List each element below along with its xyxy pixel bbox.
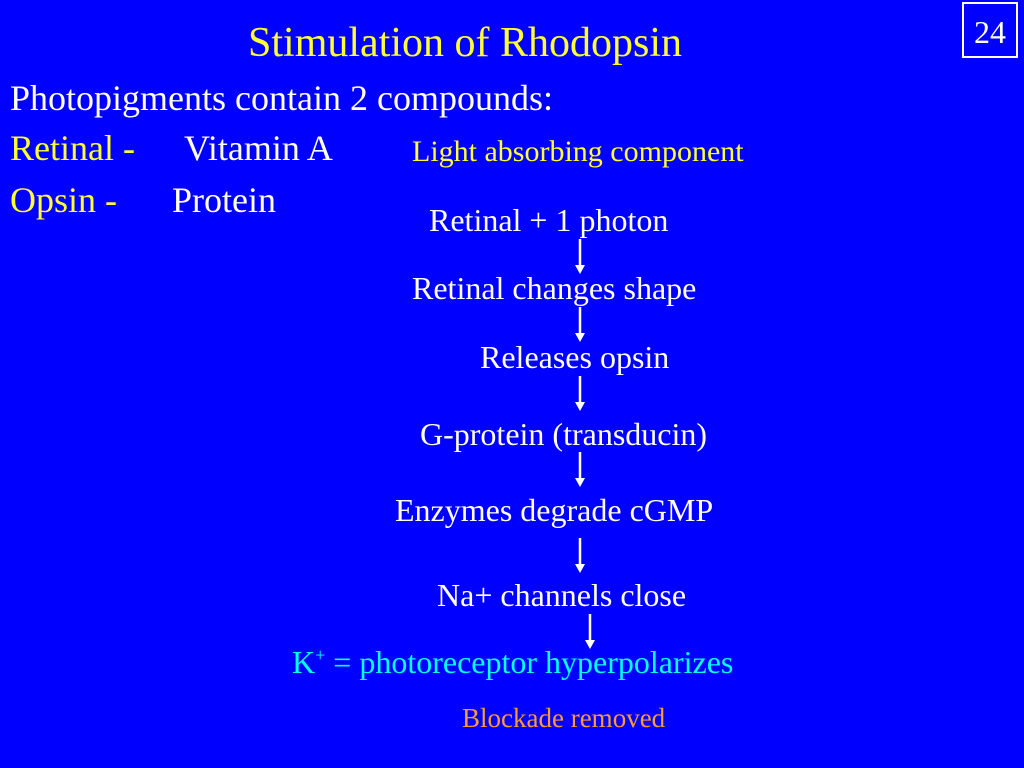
retinal-label: Retinal - bbox=[10, 128, 135, 168]
intro-text: Photopigments contain 2 compounds: bbox=[10, 78, 553, 118]
down-arrow-icon bbox=[575, 452, 585, 487]
slide-title: Stimulation of Rhodopsin bbox=[248, 20, 683, 66]
potassium-charge: + bbox=[315, 645, 326, 665]
retinal-value: Vitamin A bbox=[184, 128, 333, 168]
down-arrow-icon bbox=[575, 239, 585, 274]
pathway-step-na-channels: Na+ channels close bbox=[437, 577, 687, 613]
opsin-label: Opsin - bbox=[10, 180, 117, 220]
pathway-step-g-protein: G-protein (transducin) bbox=[420, 416, 708, 452]
pathway-step-retinal-shape: Retinal changes shape bbox=[412, 270, 697, 306]
opsin-value: Protein bbox=[172, 180, 276, 220]
down-arrow-icon bbox=[585, 614, 595, 649]
pathway-step-retinal-photon: Retinal + 1 photon bbox=[429, 202, 669, 238]
down-arrow-icon bbox=[575, 538, 585, 573]
down-arrow-icon bbox=[575, 307, 585, 342]
slide-number-box: 24 bbox=[962, 2, 1018, 58]
pathway-step-enzymes: Enzymes degrade cGMP bbox=[395, 492, 714, 528]
blockade-note: Blockade removed bbox=[462, 703, 666, 733]
hyperpolarization-text: = photoreceptor hyperpolarizes bbox=[325, 644, 734, 680]
slide-number: 24 bbox=[974, 14, 1006, 50]
down-arrow-icon bbox=[575, 376, 585, 411]
light-absorbing-note: Light absorbing component bbox=[412, 135, 744, 168]
pathway-step-releases-opsin: Releases opsin bbox=[480, 339, 670, 375]
hyperpolarization-result: K+ = photoreceptor hyperpolarizes bbox=[292, 646, 733, 678]
potassium-ion-label: K bbox=[292, 644, 316, 680]
